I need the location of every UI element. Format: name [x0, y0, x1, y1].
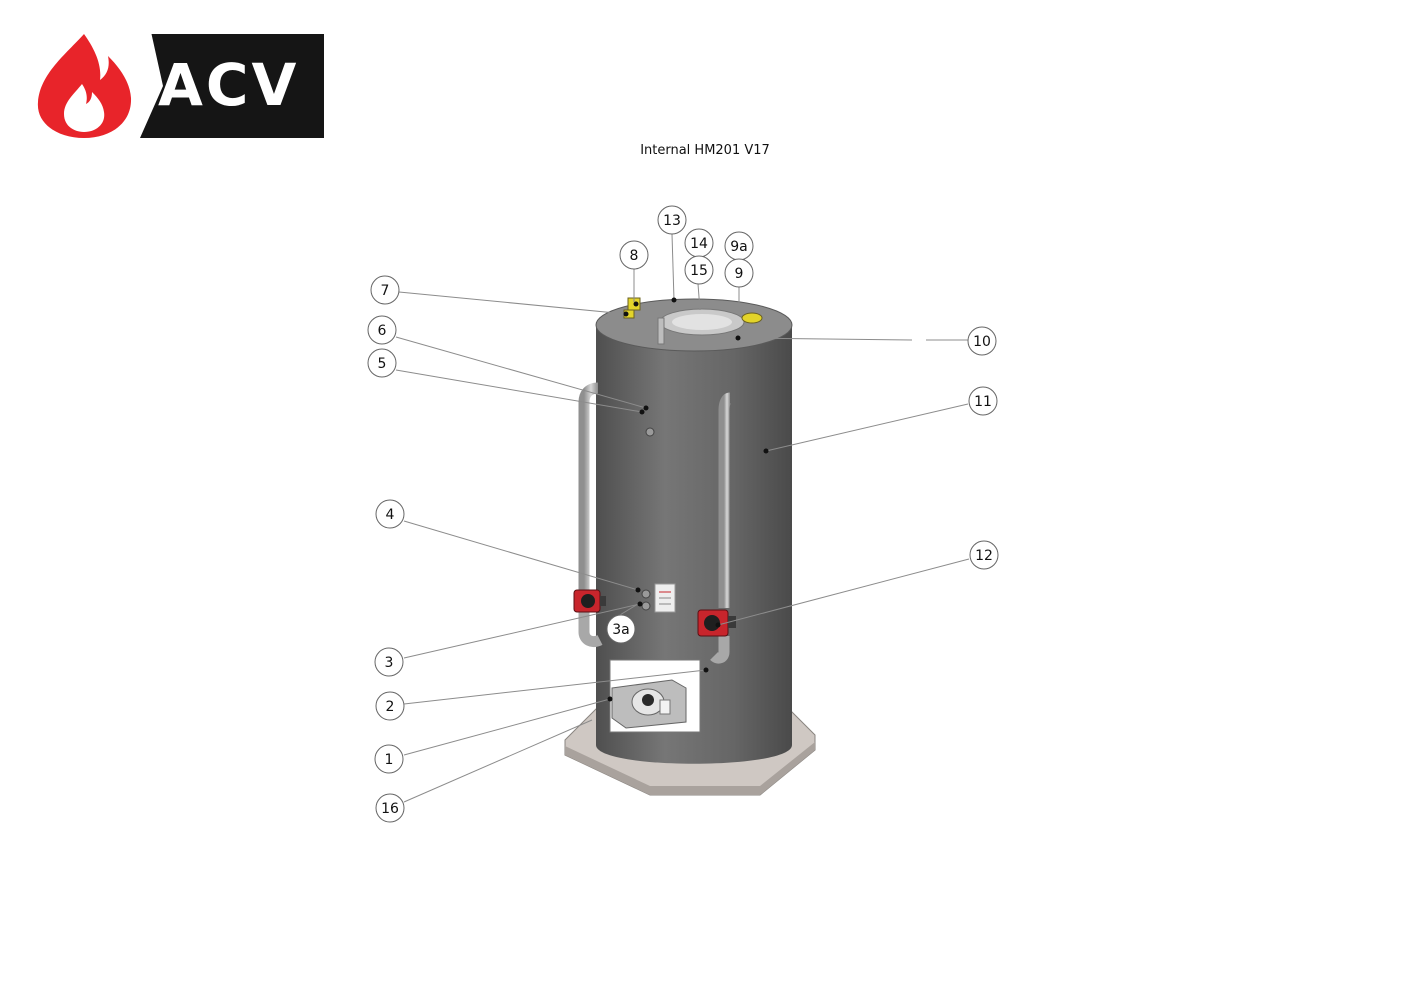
callout-8: 8 [619, 240, 649, 270]
right-pump [697, 609, 736, 637]
svg-text:9a: 9a [730, 239, 748, 255]
callout-11: 11 [968, 386, 998, 416]
callout-4: 4 [375, 499, 405, 529]
right-pipe [710, 392, 732, 664]
callout-2: 2 [375, 691, 405, 721]
svg-text:16: 16 [381, 801, 399, 817]
svg-text:8: 8 [630, 248, 639, 264]
flame-icon [37, 34, 132, 138]
callout-10: 10 [967, 326, 997, 356]
callout-12: 12 [969, 540, 999, 570]
callouts: 13 14 9a 8 15 9 [367, 205, 999, 823]
leader-dots [607, 297, 769, 702]
callout-13: 13 [657, 205, 687, 235]
svg-text:6: 6 [378, 323, 387, 339]
svg-text:3: 3 [385, 655, 394, 671]
callout-14: 14 [684, 228, 714, 258]
leader-lines [395, 233, 970, 803]
logo-bar [140, 34, 324, 138]
svg-text:5: 5 [378, 356, 387, 372]
left-pump [573, 589, 606, 613]
burner-door [609, 659, 701, 733]
svg-text:14: 14 [690, 236, 708, 252]
svg-text:4: 4 [386, 507, 395, 523]
svg-text:13: 13 [663, 213, 681, 229]
svg-text:12: 12 [975, 548, 993, 564]
callout-6: 6 [367, 315, 397, 345]
callout-16: 16 [375, 793, 405, 823]
callout-9: 9 [724, 258, 754, 288]
callout-3a: 3a [606, 614, 636, 644]
svg-text:10: 10 [973, 334, 991, 350]
svg-text:15: 15 [690, 263, 708, 279]
tank-body [595, 298, 793, 764]
acv-logo: ACV [36, 32, 326, 138]
logo-text: ACV [158, 51, 300, 119]
callout-9a: 9a [724, 231, 754, 261]
svg-text:7: 7 [381, 283, 390, 299]
callout-1: 1 [374, 744, 404, 774]
callout-5: 5 [367, 348, 397, 378]
svg-text:1: 1 [385, 752, 394, 768]
callout-3: 3 [374, 647, 404, 677]
svg-text:9: 9 [735, 266, 744, 282]
callout-15: 15 [684, 255, 714, 285]
svg-text:2: 2 [386, 699, 395, 715]
diagram-title: Internal HM201 V17 [640, 143, 770, 158]
svg-text:11: 11 [974, 394, 992, 410]
callout-7: 7 [370, 275, 400, 305]
svg-text:3a: 3a [612, 622, 630, 638]
sensor-ports [641, 427, 676, 613]
